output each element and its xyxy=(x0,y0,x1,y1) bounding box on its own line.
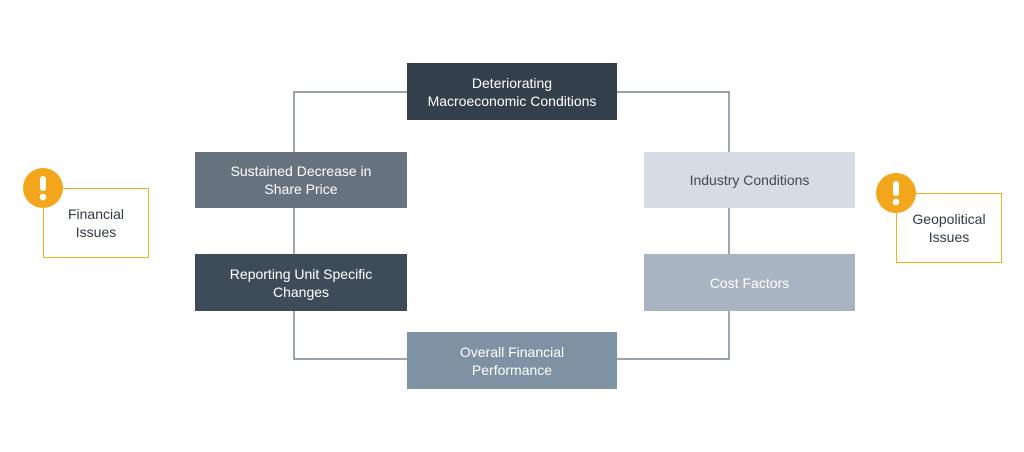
exclamation-icon-glyph xyxy=(892,181,900,206)
exclamation-icon xyxy=(23,168,63,208)
callout-financial-issues: Financial Issues xyxy=(43,188,149,258)
exclamation-icon-glyph xyxy=(39,176,47,201)
node-industry-conditions: Industry Conditions xyxy=(644,152,855,208)
node-cost-factors: Cost Factors xyxy=(644,254,855,311)
node-industry-conditions-label: Industry Conditions xyxy=(689,172,810,188)
connector-macro-to-share-price xyxy=(293,91,407,152)
node-share-price: Sustained Decrease in Share Price xyxy=(195,152,407,208)
node-financial-performance: Overall Financial Performance xyxy=(407,332,617,389)
callout-geopolitical-issues: Geopolitical Issues xyxy=(896,193,1002,263)
node-macroeconomic-conditions: Deteriorating Macroeconomic Conditions xyxy=(407,63,617,120)
connector-reporting-unit-to-performance xyxy=(293,311,407,360)
node-share-price-label: Sustained Decrease in Share Price xyxy=(230,163,372,197)
callout-financial-issues-label: Financial Issues xyxy=(67,206,125,240)
connector-cost-to-performance xyxy=(617,311,730,360)
node-financial-performance-label: Overall Financial Performance xyxy=(459,343,565,378)
exclamation-icon xyxy=(876,173,916,213)
node-reporting-unit-label: Reporting Unit Specific Changes xyxy=(229,265,373,300)
callout-geopolitical-issues-label: Geopolitical Issues xyxy=(912,211,986,245)
node-reporting-unit: Reporting Unit Specific Changes xyxy=(195,254,407,311)
node-macroeconomic-conditions-label: Deteriorating Macroeconomic Conditions xyxy=(427,74,597,109)
connector-macro-to-industry xyxy=(617,91,730,152)
node-cost-factors-label: Cost Factors xyxy=(709,274,790,291)
